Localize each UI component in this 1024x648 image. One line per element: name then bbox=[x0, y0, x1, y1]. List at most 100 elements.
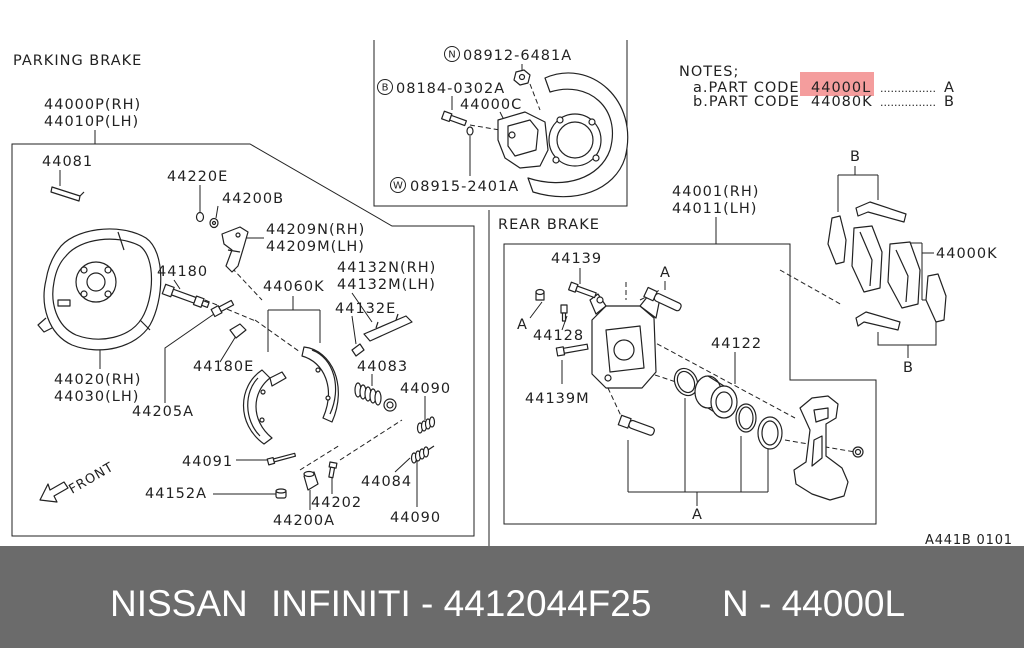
assembly-label: 44001(RH) bbox=[672, 184, 759, 200]
note-prefix: b.PART CODE bbox=[693, 94, 800, 110]
part-label: 44200B bbox=[222, 191, 284, 207]
pin-44091-drawing bbox=[266, 452, 297, 466]
kit-mark: A bbox=[660, 265, 671, 281]
bolt-44139m-drawing bbox=[555, 343, 589, 357]
note-part-code: 44080K bbox=[811, 94, 873, 110]
bleeder-cap-drawing bbox=[535, 288, 545, 301]
pad-shims-drawing bbox=[855, 201, 907, 331]
part-label: 44128 bbox=[533, 328, 584, 344]
note-part-code: 44000L bbox=[811, 80, 871, 96]
part-number-banner: NISSAN INFINITI - 4412044F25 N - 44000L bbox=[0, 546, 1024, 648]
kit-mark: A bbox=[517, 317, 528, 333]
part-label: 44205A bbox=[132, 404, 194, 420]
lever-drawing bbox=[221, 226, 249, 273]
caliper-body-drawing bbox=[589, 293, 661, 389]
section-title: REAR BRAKE bbox=[498, 217, 600, 233]
pin-44202-drawing bbox=[328, 461, 338, 479]
part-label: 44090 bbox=[400, 381, 451, 397]
spring-strip-drawing bbox=[351, 313, 413, 357]
kit-mark: B bbox=[903, 360, 914, 376]
brake-shoe-drawing bbox=[243, 346, 339, 445]
adjuster-drawing bbox=[161, 283, 210, 309]
part-label: 44209N(RH) bbox=[266, 222, 365, 238]
kit-mark: B bbox=[850, 149, 861, 165]
section-frames bbox=[11, 40, 877, 546]
part-label: 44209M(LH) bbox=[266, 239, 365, 255]
nut-drawing bbox=[513, 69, 531, 86]
part-label: 44152A bbox=[145, 486, 207, 502]
note-dot-leader: ................ bbox=[880, 96, 936, 109]
washer-drawing bbox=[195, 211, 219, 229]
kit-mark: A bbox=[692, 507, 703, 523]
hardware-code: 08915-2401A bbox=[410, 179, 519, 195]
note-prefix: a.PART CODE bbox=[693, 80, 800, 96]
note-dot-leader: ................ bbox=[880, 82, 936, 95]
slide-pin-drawing bbox=[617, 286, 682, 436]
part-label: 44084 bbox=[361, 474, 412, 490]
dust-shield-drawing bbox=[527, 72, 629, 198]
washer-08915-drawing bbox=[466, 126, 474, 136]
banner-make: NISSAN bbox=[110, 583, 248, 624]
part-label: 44060K bbox=[263, 279, 325, 295]
rear-brake-labels: 44001(RH) 44011(LH) REAR BRAKE B 44000K … bbox=[498, 149, 998, 523]
part-label: 44091 bbox=[182, 454, 233, 470]
hardware-symbol-b: B bbox=[377, 79, 393, 95]
part-label: 44090 bbox=[390, 510, 441, 526]
hardware-code: 08184-0302A bbox=[396, 81, 505, 97]
part-label: 44000C bbox=[460, 97, 522, 113]
part-label: 44139M bbox=[525, 391, 590, 407]
bleeder-44128-drawing bbox=[560, 304, 568, 322]
parts-diagram: N B W PARKING BRAKE 44000P(RH) 44010P(LH… bbox=[11, 40, 1013, 546]
part-label: 44083 bbox=[357, 359, 408, 375]
symbol-letter: N bbox=[448, 50, 455, 61]
part-code-highlight bbox=[800, 72, 874, 96]
part-label: 44132N(RH) bbox=[337, 260, 436, 276]
assembly-label: 44000P(RH) bbox=[44, 97, 141, 113]
retainer-44200a-drawing bbox=[303, 470, 319, 491]
leader-lines bbox=[59, 64, 937, 510]
front-arrow-label: FRONT bbox=[67, 460, 117, 498]
bolt-08184-drawing bbox=[441, 110, 468, 127]
cup-44152a-drawing bbox=[275, 488, 287, 499]
symbol-letter: W bbox=[393, 181, 403, 192]
wedge-44180e-drawing bbox=[229, 323, 247, 339]
coil-spring-drawing bbox=[354, 382, 436, 464]
section-title: PARKING BRAKE bbox=[13, 53, 142, 69]
note-key: A bbox=[944, 80, 955, 96]
part-label: 44139 bbox=[551, 251, 602, 267]
part-label: 44132M(LH) bbox=[337, 277, 436, 293]
hardware-symbol-n: N bbox=[444, 46, 460, 62]
banner-reference: N - 44000L bbox=[722, 583, 906, 624]
bolt-44139-drawing bbox=[568, 281, 597, 299]
part-label: 44180E bbox=[193, 359, 254, 375]
symbol-letter: B bbox=[382, 83, 389, 94]
caliper-support-bracket-drawing bbox=[793, 395, 864, 501]
piston-seal-kit-drawing bbox=[673, 367, 783, 450]
part-label: 44200A bbox=[273, 513, 335, 529]
hardware-symbol-w: W bbox=[390, 177, 406, 193]
caliper-bracket-44000c-drawing bbox=[497, 111, 549, 169]
hardware-code: 08912-6481A bbox=[463, 48, 572, 64]
part-label: 44081 bbox=[42, 154, 93, 170]
note-key: B bbox=[944, 94, 955, 110]
notes-block: NOTES; a.PART CODE 44000L ..............… bbox=[679, 64, 955, 110]
brake-pads-drawing bbox=[827, 215, 947, 323]
part-label: 44132E bbox=[335, 301, 396, 317]
dashed-assembly-lines bbox=[204, 83, 856, 471]
part-label: 44000K bbox=[936, 246, 998, 262]
front-arrow-icon bbox=[39, 481, 69, 503]
part-label: 44180 bbox=[157, 264, 208, 280]
part-label: 44020(RH) bbox=[54, 372, 141, 388]
assembly-label: 44010P(LH) bbox=[44, 114, 139, 130]
banner-part-number: INFINITI - 4412044F25 bbox=[271, 583, 652, 624]
part-label: 44220E bbox=[167, 169, 228, 185]
bolt-44205a-drawing bbox=[210, 299, 235, 318]
part-label: 44202 bbox=[311, 495, 362, 511]
drawing-code: A441B 0101 bbox=[925, 533, 1013, 546]
parking-brake-labels: PARKING BRAKE 44000P(RH) 44010P(LH) 4408… bbox=[13, 53, 451, 529]
clip-44081-drawing bbox=[50, 186, 85, 202]
assembly-label: 44011(LH) bbox=[672, 201, 757, 217]
notes-heading: NOTES; bbox=[679, 64, 739, 80]
part-label: 44030(LH) bbox=[54, 389, 139, 405]
backing-plate-drawing bbox=[37, 228, 162, 351]
